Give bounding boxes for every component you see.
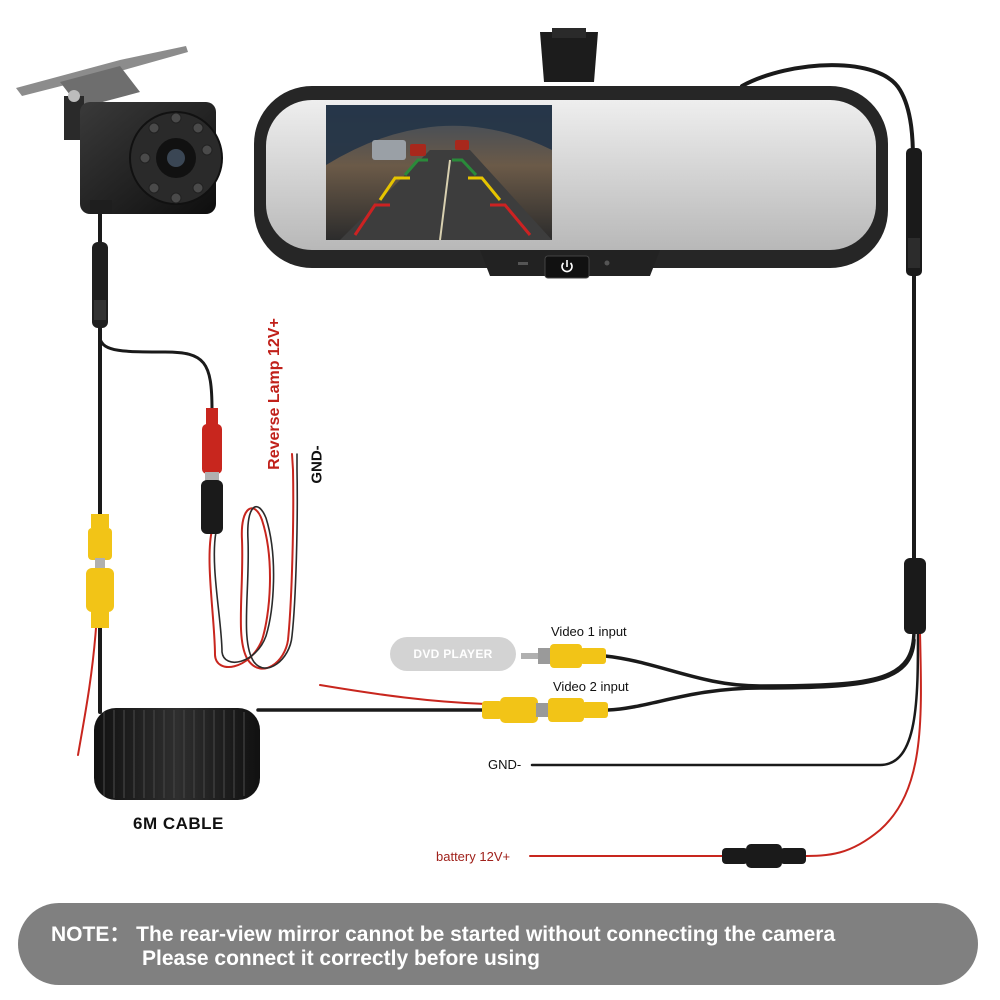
main-gnd-label: GND- [488, 757, 522, 772]
rear-view-mirror [254, 28, 922, 279]
video1-rca-connector [521, 644, 606, 668]
fuse-holder [722, 844, 806, 868]
note-banner: NOTE： The rear-view mirror cannot be sta… [18, 903, 978, 985]
reverse-gnd-label: GND- [308, 445, 326, 484]
harness-battery-wire [779, 631, 922, 857]
coiled-cable [94, 708, 260, 800]
harness-gnd-wire [530, 628, 920, 767]
reverse-lamp-label: Reverse Lamp 12V+ [266, 318, 283, 470]
camera-power-branch [98, 336, 214, 412]
mirror-mount [540, 32, 598, 82]
video1-label: Video 1 input [551, 624, 627, 639]
harness-to-video2 [606, 638, 916, 712]
reverse-black-wire [213, 453, 299, 669]
harness-splitter [904, 558, 926, 634]
harness-to-video1 [603, 628, 916, 688]
video2-rca-connectors [482, 697, 608, 723]
battery-label: battery 12V+ [436, 849, 511, 864]
wires [77, 63, 922, 857]
camera-red-lead [77, 627, 97, 756]
cable-length-label: 6M CABLE [133, 814, 224, 833]
coil-red-trigger [319, 684, 487, 705]
power-icon [561, 260, 573, 273]
video2-label: Video 2 input [553, 679, 629, 694]
reverse-lamp-connector [201, 408, 223, 534]
dvd-player-badge: DVD PLAYER [390, 637, 516, 671]
note-line-2: Please connect it correctly before using [142, 947, 540, 970]
mirror-power-cable [740, 63, 915, 162]
note-line-1: NOTE： The rear-view mirror cannot be sta… [51, 923, 836, 946]
reverse-red-wire [208, 453, 295, 670]
camera-video-connectors [86, 514, 114, 628]
camera [16, 46, 223, 214]
